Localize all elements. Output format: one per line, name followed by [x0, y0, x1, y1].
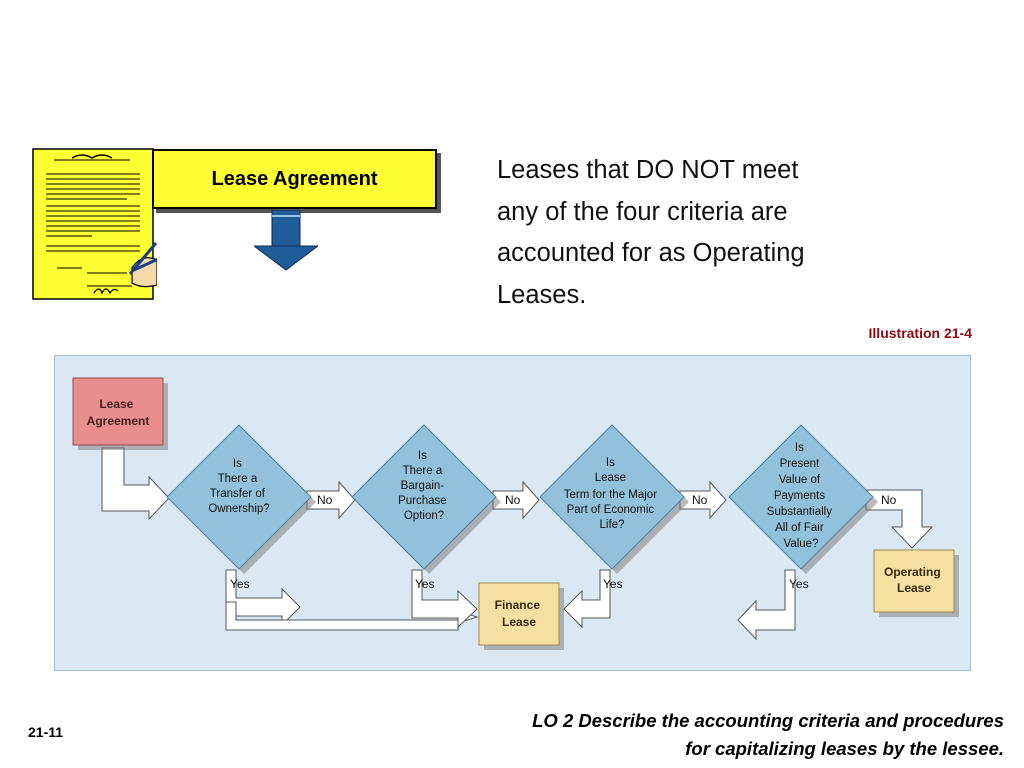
- yes-label: Yes: [415, 577, 435, 591]
- start-box-text: Lease Agreement: [87, 397, 150, 428]
- flow-arrow: [411, 569, 478, 629]
- decision-text: Is Lease Term for the Major Part of Econ…: [564, 457, 661, 531]
- decision-present-value-fair-value: [728, 424, 874, 570]
- no-label: No: [505, 493, 521, 507]
- lease-agreement-banner: Lease Agreement: [152, 149, 437, 209]
- operating-lease-explanation: Leases that DO NOT meet any of the four …: [497, 150, 907, 316]
- learning-objective: LO 2 Describe the accounting criteria an…: [532, 707, 1004, 763]
- decision-text: Is There a Bargain- Purchase Option?: [398, 450, 450, 522]
- flow-arrow: [563, 569, 611, 629]
- flow-arrow: [225, 569, 301, 627]
- flow-arrow: [306, 480, 356, 520]
- learning-objective-line: for capitalizing leases by the lessee.: [685, 738, 1004, 759]
- decision-text: Is Present Value of Payments Substantial…: [767, 442, 835, 550]
- decision-transfer-of-ownership: [166, 424, 312, 570]
- flow-arrow: [737, 569, 796, 641]
- explanation-line: Leases that DO NOT meet: [497, 156, 799, 184]
- flow-arrow: [679, 480, 727, 520]
- slide-number: 21-11: [28, 724, 64, 740]
- learning-objective-line: LO 2 Describe the accounting criteria an…: [532, 710, 1004, 731]
- yes-label: Yes: [230, 577, 250, 591]
- no-label: No: [692, 493, 708, 507]
- flow-arrow: [101, 447, 170, 521]
- decision-lease-term-economic-life: [539, 424, 685, 570]
- explanation-line: accounted for as Operating: [497, 239, 805, 267]
- no-label: No: [881, 493, 897, 507]
- flow-arrow: [492, 480, 540, 520]
- operating-lease-box: [873, 549, 955, 613]
- decision-bargain-purchase-option: [351, 424, 497, 570]
- illustration-label: Illustration 21-4: [868, 325, 972, 341]
- finance-lease-text: Finance Lease: [495, 598, 544, 629]
- explanation-line: any of the four criteria are: [497, 197, 788, 226]
- yes-label: Yes: [603, 577, 623, 591]
- flow-arrow: [865, 489, 934, 549]
- finance-lease-box: [478, 582, 560, 646]
- down-arrow-icon: [254, 210, 318, 271]
- no-label: No: [317, 493, 333, 507]
- lease-agreement-start-box: [72, 377, 164, 446]
- decision-text: Is There a Transfer of Ownership?: [208, 458, 269, 515]
- lease-classification-flowchart: Lease Agreement Is There a Transfer of O…: [72, 377, 959, 650]
- document-signing-icon: [32, 148, 157, 300]
- operating-lease-text: Operating Lease: [884, 565, 944, 595]
- explanation-line: Leases.: [497, 280, 587, 309]
- yes-label: Yes: [789, 577, 809, 591]
